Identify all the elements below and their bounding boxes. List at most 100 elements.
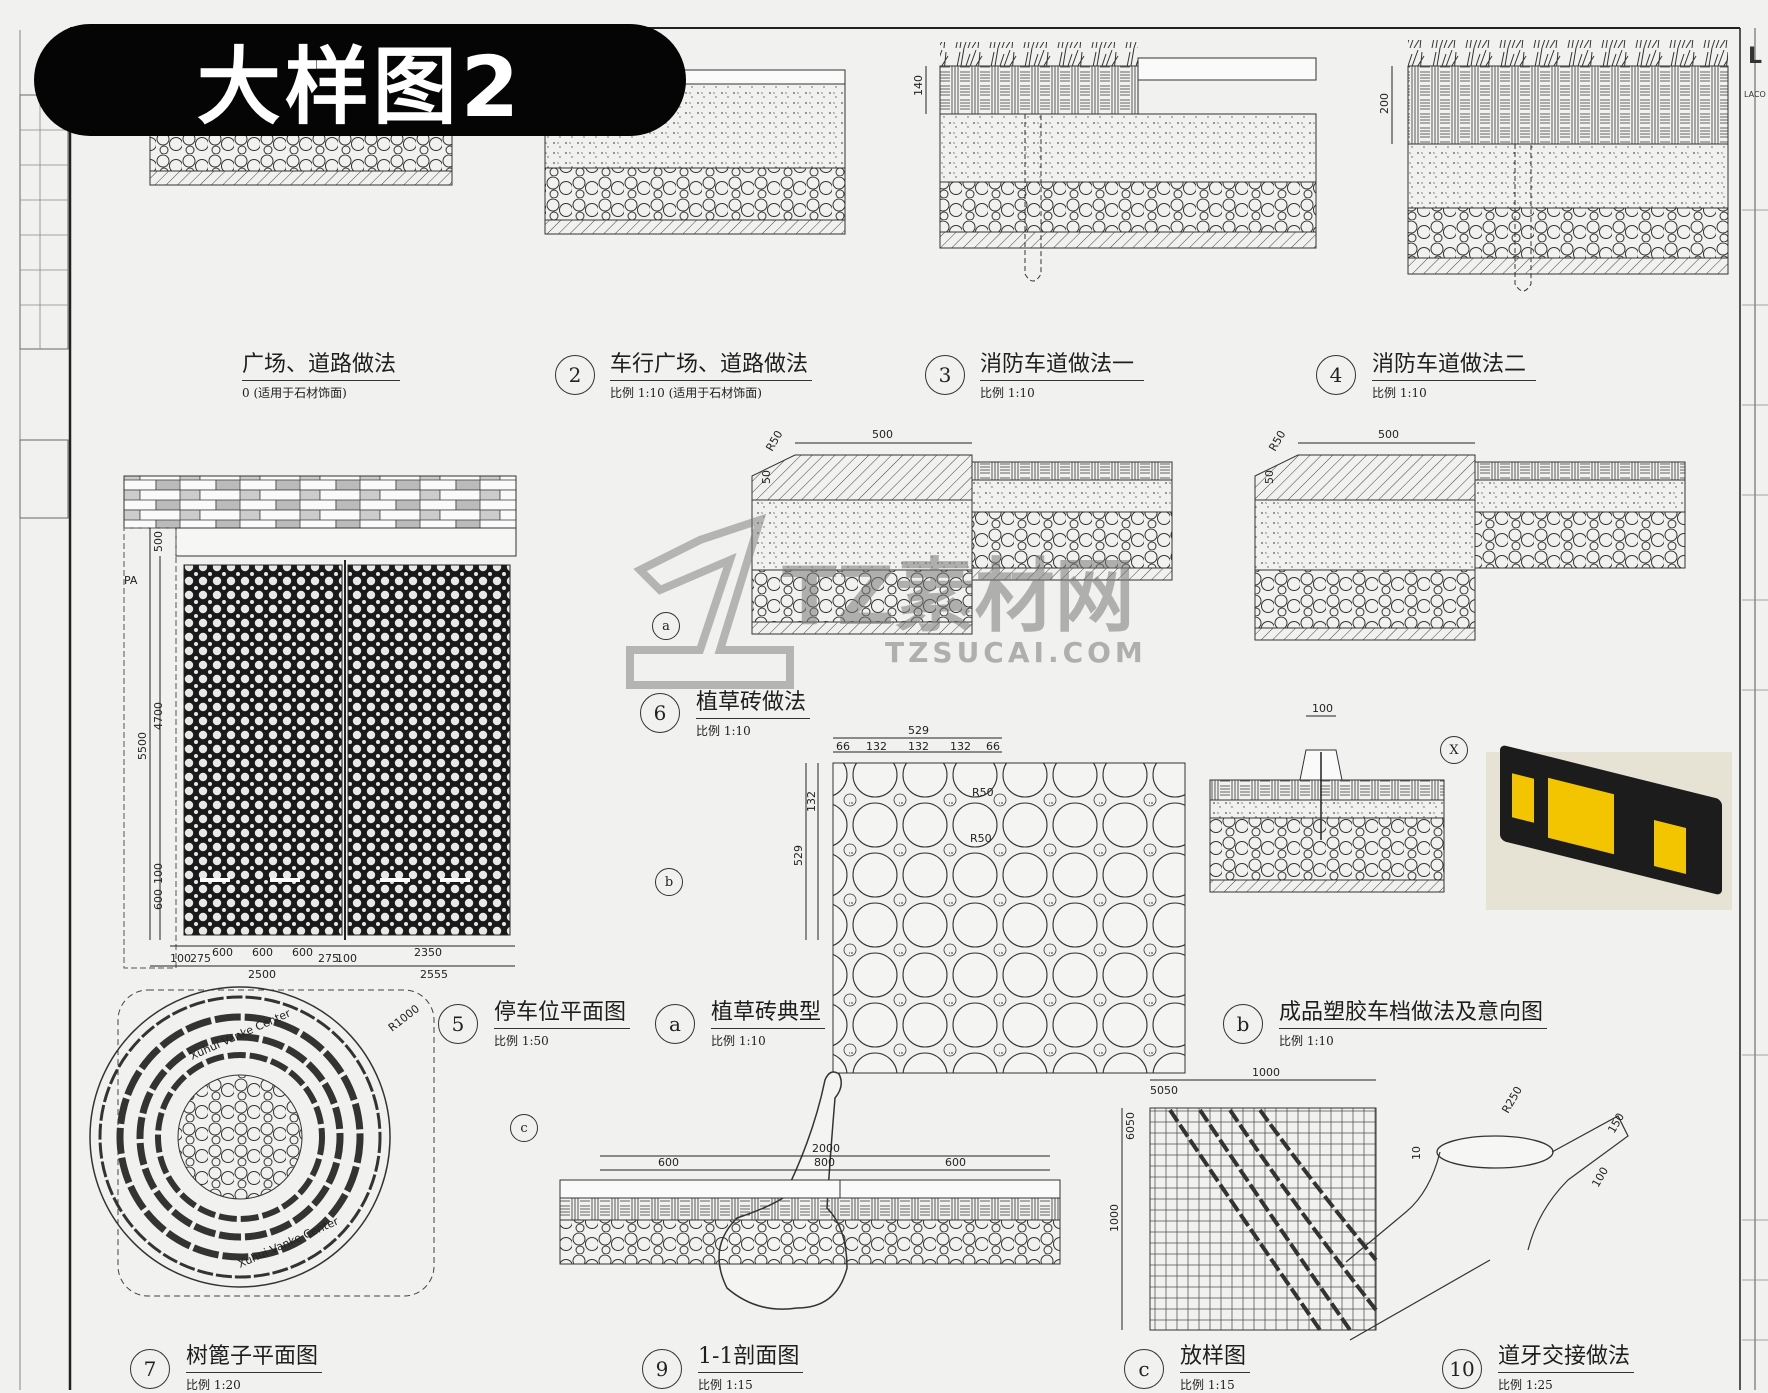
t10-radius-dim: R250 (1499, 1084, 1525, 1115)
detail-5-title: 停车位平面图 (494, 994, 631, 1029)
marker-b: b (655, 868, 683, 896)
a-132-v-dim: 132 (805, 791, 818, 812)
p5-b4-dim: 600 (252, 946, 273, 959)
p5-b6-dim: 275 (318, 952, 339, 965)
detail-9-number: 9 (642, 1349, 682, 1389)
tree-grate-plan: R1000 Xuhui Vanke Center Xuhui Vanke Cen… (89, 986, 435, 1297)
t10-100-dim: 100 (1589, 1165, 1611, 1190)
d6b-width-dim: 500 (1378, 428, 1399, 441)
s9-800-dim: 800 (814, 1156, 835, 1169)
detail-2-section (544, 69, 846, 235)
d3-height-dim: 140 (912, 75, 925, 96)
sheet-frame (19, 27, 1768, 1390)
watermark-main: TZ素材网 (782, 550, 1135, 643)
p5-600-dim: 600 (152, 889, 165, 910)
d6b-height-dim: 50 (1263, 470, 1276, 484)
detail-c-title: 放样图 (1180, 1338, 1251, 1373)
p5-100-dim: 100 (152, 863, 165, 884)
detail-10-title: 道牙交接做法 (1498, 1338, 1635, 1373)
detail-9-scale: 比例 1:15 (698, 1378, 753, 1392)
right-strip-logo: L (1748, 44, 1763, 69)
page-title: 大样图2 (34, 24, 686, 136)
detail-6-title: 植草砖做法 (696, 684, 811, 719)
p5-2350-dim: 2350 (414, 946, 442, 959)
detail-b-title: 成品塑胶车档做法及意向图 (1279, 994, 1548, 1029)
detail-a-scale: 比例 1:10 (711, 1034, 766, 1048)
detail-10-number: 10 (1442, 1349, 1482, 1389)
grass-paver-typical: 529 66 132 132 132 66 529 132 R50 R50 (792, 724, 1186, 1074)
detail-4-section: 200 (1378, 40, 1729, 292)
detail-2-scale: 比例 1:10 (适用于石材饰面) (610, 386, 762, 400)
b-width-dim: 100 (1312, 702, 1333, 715)
c-1000-dim: 1000 (1252, 1066, 1280, 1079)
detail-10-caption: 道牙交接做法 比例 1:25 (1498, 1338, 1635, 1393)
detail-7-caption: 树篦子平面图 比例 1:20 (186, 1338, 323, 1393)
d4-height-dim: 200 (1378, 93, 1391, 114)
t7-radius-dim: R1000 (386, 1002, 422, 1034)
detail-b-scale: 比例 1:10 (1279, 1034, 1334, 1048)
detail-6-number: 6 (640, 693, 680, 733)
parking-plan: 5500 4700 500 600 100 PA 100 275 600 600… (123, 475, 517, 981)
d6-height-dim: 50 (760, 470, 773, 484)
detail-9-caption: 1-1剖面图 比例 1:15 (698, 1338, 804, 1393)
detail-7-number: 7 (130, 1349, 170, 1389)
p5-b7-dim: 100 (336, 952, 357, 965)
detail-a-caption: 植草砖典型 比例 1:10 (711, 994, 826, 1049)
watermark-sub: TZSUCAI.COM (885, 636, 1147, 669)
c-6050-dim: 6050 (1124, 1112, 1137, 1140)
detail-5-caption: 停车位平面图 比例 1:50 (494, 994, 631, 1049)
p5-500-dim: 500 (152, 531, 165, 552)
detail-4-title: 消防车道做法二 (1372, 346, 1536, 381)
a-66-dim-1: 66 (836, 740, 850, 753)
a-529-dim: 529 (908, 724, 929, 737)
marker-x: X (1440, 736, 1468, 764)
a-132-dim-3: 132 (950, 740, 971, 753)
detail-b-caption: 成品塑胶车档做法及意向图 比例 1:10 (1279, 994, 1548, 1049)
watermark-logo-icon (626, 513, 794, 689)
right-strip-label: LACO (1744, 90, 1766, 99)
detail-10-scale: 比例 1:25 (1498, 1378, 1553, 1392)
detail-b-number: b (1223, 1004, 1263, 1044)
detail-2-number: 2 (555, 355, 595, 395)
a-132-dim-2: 132 (908, 740, 929, 753)
a-529-v-dim: 529 (792, 845, 805, 866)
detail-3-number: 3 (925, 355, 965, 395)
wheel-stop-stripe-icon (1654, 820, 1686, 874)
c-1000-v-dim: 1000 (1108, 1204, 1121, 1232)
detail-5-number: 5 (438, 1004, 478, 1044)
detail-4-caption: 消防车道做法二 比例 1:10 (1372, 346, 1536, 401)
d6b-radius-dim: R50 (1266, 428, 1288, 453)
section-1-1: 600 2000 800 600 (559, 1071, 1061, 1310)
layout-grid: 1000 5050 1000 6050 (1108, 1066, 1378, 1332)
detail-6-caption: 植草砖做法 比例 1:10 (696, 684, 811, 739)
p5-4700-dim: 4700 (152, 702, 165, 730)
detail-1-section (149, 134, 453, 186)
p5-b3-dim: 600 (212, 946, 233, 959)
detail-c-caption: 放样图 比例 1:15 (1180, 1338, 1251, 1393)
detail-7-scale: 比例 1:20 (186, 1378, 241, 1392)
detail-2-caption: 车行广场、道路做法 比例 1:10 (适用于石材饰面) (610, 346, 813, 401)
s9-2000-dim: 2000 (812, 1142, 840, 1155)
a-66-dim-2: 66 (986, 740, 1000, 753)
a-132-dim-1: 132 (866, 740, 887, 753)
p5-5500-dim: 5500 (136, 732, 149, 760)
marker-a: a (652, 612, 680, 640)
detail-c-number: c (1124, 1349, 1164, 1389)
t10-10-dim: 10 (1410, 1146, 1423, 1160)
detail-1-title: 广场、道路做法 (242, 346, 401, 381)
a-r50-dim-2: R50 (970, 832, 992, 845)
detail-1-caption: 广场、道路做法 0 (适用于石材饰面) (242, 346, 401, 401)
detail-3-caption: 消防车道做法一 比例 1:10 (980, 346, 1144, 401)
wheel-stop-stripe-icon (1512, 773, 1534, 823)
detail-1-scale: 0 (适用于石材饰面) (242, 386, 347, 400)
s9-600-dim-1: 600 (658, 1156, 679, 1169)
p5-2555-dim: 2555 (420, 968, 448, 981)
detail-4-scale: 比例 1:10 (1372, 386, 1427, 400)
d6-width-dim: 500 (872, 428, 893, 441)
wheel-stop-photo (1486, 744, 1732, 910)
p5-b2-dim: 275 (190, 952, 211, 965)
s9-600-dim-2: 600 (945, 1156, 966, 1169)
wheel-stop-section: 100 (1209, 702, 1445, 893)
a-r50-dim-1: R50 (972, 786, 994, 799)
p5-2500-dim: 2500 (248, 968, 276, 981)
